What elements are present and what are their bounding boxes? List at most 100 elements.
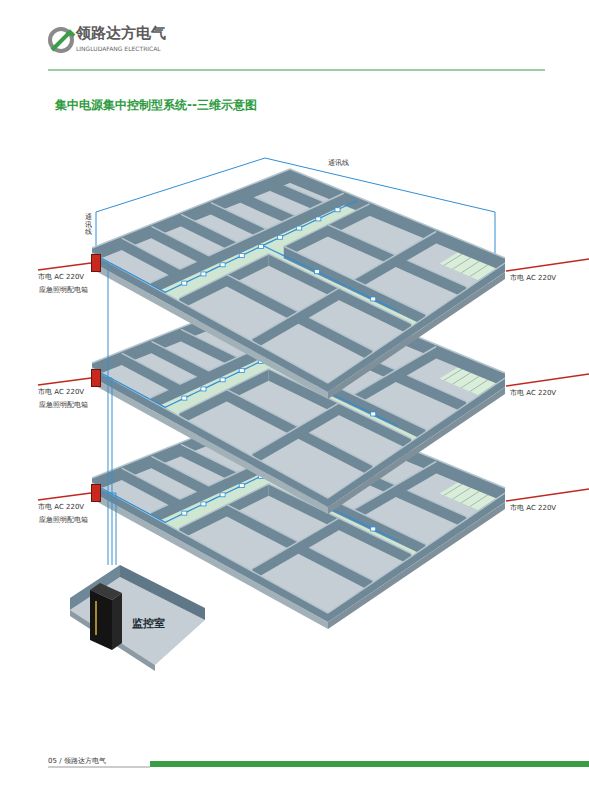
emergency-light <box>316 217 321 221</box>
emergency-light <box>182 396 187 400</box>
slab-top <box>92 183 505 392</box>
emergency-light <box>239 369 244 373</box>
emergency-light <box>220 493 225 497</box>
wall-top <box>151 456 208 485</box>
emergency-light <box>371 297 376 301</box>
room-wall <box>253 518 339 580</box>
emergency-light <box>220 263 225 267</box>
distribution-box: 应急照明配电箱 <box>91 369 101 387</box>
wall-top <box>328 493 505 613</box>
room-outline <box>70 565 205 665</box>
room-wall <box>120 565 205 620</box>
emergency-light <box>297 226 302 230</box>
room-wall <box>179 254 268 310</box>
power-label: 市电 AC 220V <box>510 274 556 282</box>
wall-top <box>122 468 180 499</box>
room-label: 监控室 <box>132 617 165 630</box>
footer-bar <box>150 761 589 767</box>
emergency-light <box>335 208 340 212</box>
mains-feed <box>506 489 589 501</box>
wall-top <box>328 263 505 383</box>
emergency-light <box>182 281 187 285</box>
communication-link <box>101 263 108 565</box>
communication-link <box>101 378 112 565</box>
power-label: 市电 AC 220V <box>510 389 556 397</box>
distribution-box: 应急照明配电箱 <box>91 484 101 502</box>
room-wall <box>354 232 437 292</box>
lighting-circuit <box>101 201 357 293</box>
line-label: 通讯线 <box>328 159 349 167</box>
cabinet-side <box>112 593 122 650</box>
room-wall <box>179 484 268 540</box>
wall-top <box>252 518 338 568</box>
room-wall <box>328 378 505 507</box>
emergency-light <box>239 484 244 488</box>
wall-top <box>211 203 267 229</box>
room-wall <box>92 368 328 507</box>
wall-top <box>354 232 437 280</box>
stair-step <box>461 491 479 503</box>
mains-feed <box>38 263 91 270</box>
emergency-light <box>201 502 206 506</box>
mains-feed <box>38 378 91 385</box>
wall-top <box>328 378 505 498</box>
box-label: 应急照明配电箱 <box>39 516 88 524</box>
stair-step <box>444 254 462 265</box>
stair-step <box>461 376 479 388</box>
cabinet-mark <box>95 601 97 635</box>
control-room: 监控室 <box>70 565 205 665</box>
mains-feed <box>506 374 589 386</box>
power-label: 市电 AC 220V <box>510 504 556 512</box>
line-label: 通讯线 <box>85 214 92 237</box>
emergency-light <box>371 412 376 416</box>
wall-top <box>122 353 180 384</box>
stair-step <box>470 380 488 392</box>
emergency-light <box>239 254 244 258</box>
stair-step <box>453 488 471 499</box>
wall-top <box>181 214 238 242</box>
diagram-title: 集中电源集中控制型系统--三维示意图 <box>55 98 257 112</box>
footer-rule <box>48 767 150 768</box>
room-wall <box>179 369 268 425</box>
power-label: 市电 AC 220V <box>38 388 84 396</box>
power-label: 市电 AC 220V <box>38 273 84 281</box>
lighting-circuit <box>263 246 398 312</box>
company-name: 领路达方电气 <box>76 24 166 42</box>
wall-top <box>122 238 180 269</box>
communication-link <box>101 493 116 565</box>
mains-feed <box>506 259 589 271</box>
stair-step <box>453 373 471 384</box>
stair-step <box>453 258 471 269</box>
room-wall <box>328 493 505 622</box>
header-rule <box>48 70 545 71</box>
company-name-en: LINGLUDAFANG ELECTRICAL <box>76 45 161 52</box>
emergency-light <box>258 244 263 248</box>
emergency-light <box>371 527 376 531</box>
wall-top <box>151 341 208 370</box>
wall-top <box>252 288 338 338</box>
emergency-light <box>201 272 206 276</box>
stair-step <box>444 369 462 380</box>
room-wall <box>253 288 339 350</box>
stair-step <box>470 495 488 507</box>
stair-step <box>470 265 488 277</box>
emergency-light <box>314 270 319 274</box>
emergency-light <box>220 378 225 382</box>
stair-step <box>461 261 479 273</box>
room-wall <box>92 253 328 392</box>
wall-top <box>151 226 208 255</box>
page-footer: 05 / 领路达方电气 <box>48 757 106 765</box>
power-label: 市电 AC 220V <box>38 503 84 511</box>
emergency-light <box>278 235 283 239</box>
room-wall <box>328 263 505 392</box>
emergency-light <box>182 511 187 515</box>
box-label: 应急照明配电箱 <box>39 401 88 409</box>
emergency-light <box>201 387 206 391</box>
wall-top <box>252 403 338 453</box>
mains-feed <box>38 493 91 500</box>
room-wall <box>253 403 339 465</box>
room-floor <box>70 577 205 665</box>
cabinet-front <box>90 590 112 650</box>
